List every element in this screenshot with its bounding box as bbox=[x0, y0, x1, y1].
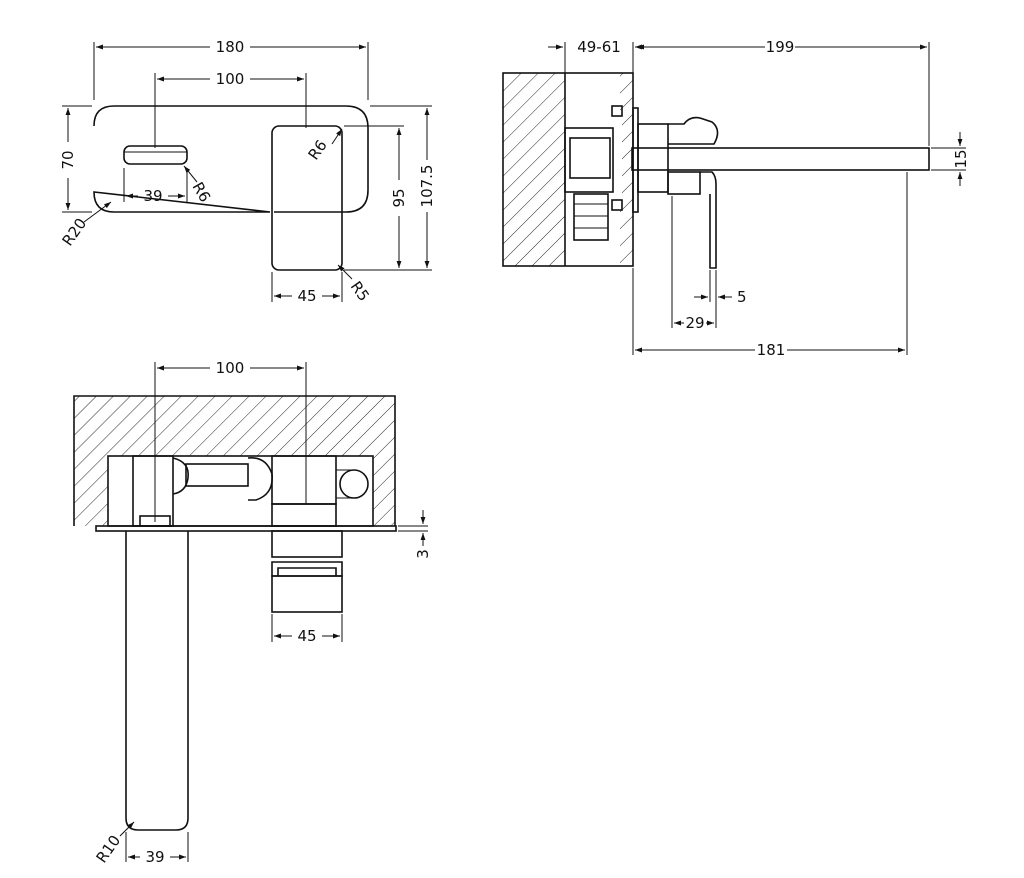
top-handle bbox=[271, 530, 343, 613]
dim-label: 107.5 bbox=[418, 165, 436, 208]
dim-label: R20 bbox=[59, 215, 91, 250]
dim-side-wall-depth: 49-61 bbox=[548, 38, 650, 108]
dim-top-plate-gap: 3 bbox=[398, 510, 432, 559]
front-spout-outlet bbox=[123, 145, 188, 165]
dim-side-handle-offset: 29 bbox=[671, 196, 717, 332]
dim-front-centres: 100 bbox=[154, 70, 307, 148]
dim-front-total-height: 107.5 bbox=[370, 105, 436, 268]
dim-label: 70 bbox=[59, 150, 77, 169]
dim-top-centres: 100 bbox=[154, 359, 307, 522]
dim-label: 15 bbox=[952, 149, 970, 168]
dim-label: 100 bbox=[216, 70, 245, 88]
dim-front-handle-height: 95 bbox=[344, 125, 432, 271]
front-backplate bbox=[93, 105, 369, 213]
dim-front-spout-width: 39 bbox=[123, 168, 188, 205]
dim-label: 100 bbox=[216, 359, 245, 377]
top-backplate bbox=[95, 525, 397, 532]
dim-front-handle-radius-bottom: R5 bbox=[337, 264, 373, 305]
dim-label: 29 bbox=[685, 314, 704, 332]
dim-side-total-projection: 181 bbox=[632, 172, 908, 359]
dim-label: 39 bbox=[145, 848, 164, 866]
dim-front-handle-radius-top: R6 bbox=[305, 128, 343, 164]
side-valve-body bbox=[564, 105, 623, 241]
side-handle bbox=[700, 171, 717, 269]
top-valve-body bbox=[132, 455, 369, 527]
dim-label: 49-61 bbox=[577, 38, 621, 56]
dim-top-handle-width: 45 bbox=[271, 614, 343, 645]
dim-front-overall-width: 180 bbox=[93, 38, 369, 100]
dim-label: R10 bbox=[93, 832, 125, 867]
dim-label: 45 bbox=[297, 627, 316, 645]
top-wall-hatching bbox=[74, 396, 395, 526]
dim-label: 3 bbox=[414, 549, 432, 559]
dim-side-handle-thickness: 5 bbox=[694, 270, 747, 306]
dim-label: 39 bbox=[143, 187, 162, 205]
dim-label: 180 bbox=[216, 38, 245, 56]
dim-label: 45 bbox=[297, 287, 316, 305]
side-body bbox=[637, 116, 719, 269]
dim-top-spout-width: 39 bbox=[125, 832, 189, 866]
dim-side-spout-thickness: 15 bbox=[931, 132, 970, 186]
side-view: 49-61 199 15 5 bbox=[502, 38, 970, 359]
side-spout bbox=[631, 147, 930, 171]
dim-label: 199 bbox=[766, 38, 795, 56]
dim-label: 95 bbox=[390, 188, 408, 207]
top-view: 100 3 45 R10 39 bbox=[73, 359, 432, 867]
dim-side-spout-projection: 199 bbox=[637, 38, 930, 146]
top-spout bbox=[125, 531, 189, 831]
dim-label: 5 bbox=[737, 288, 747, 306]
front-handle bbox=[271, 125, 343, 271]
dim-front-handle-width: 45 bbox=[271, 272, 343, 305]
dim-front-spout-radius: R6 bbox=[183, 165, 215, 205]
dim-label: 181 bbox=[757, 341, 786, 359]
dim-label: R5 bbox=[347, 278, 373, 305]
dim-front-height: 70 bbox=[59, 105, 92, 213]
front-view: 180 100 70 39 R6 bbox=[59, 38, 436, 305]
dim-top-spout-radius: R10 bbox=[93, 821, 135, 867]
dim-label: R6 bbox=[305, 137, 331, 164]
dim-label: R6 bbox=[189, 179, 215, 205]
side-wall-hatching bbox=[503, 73, 633, 266]
